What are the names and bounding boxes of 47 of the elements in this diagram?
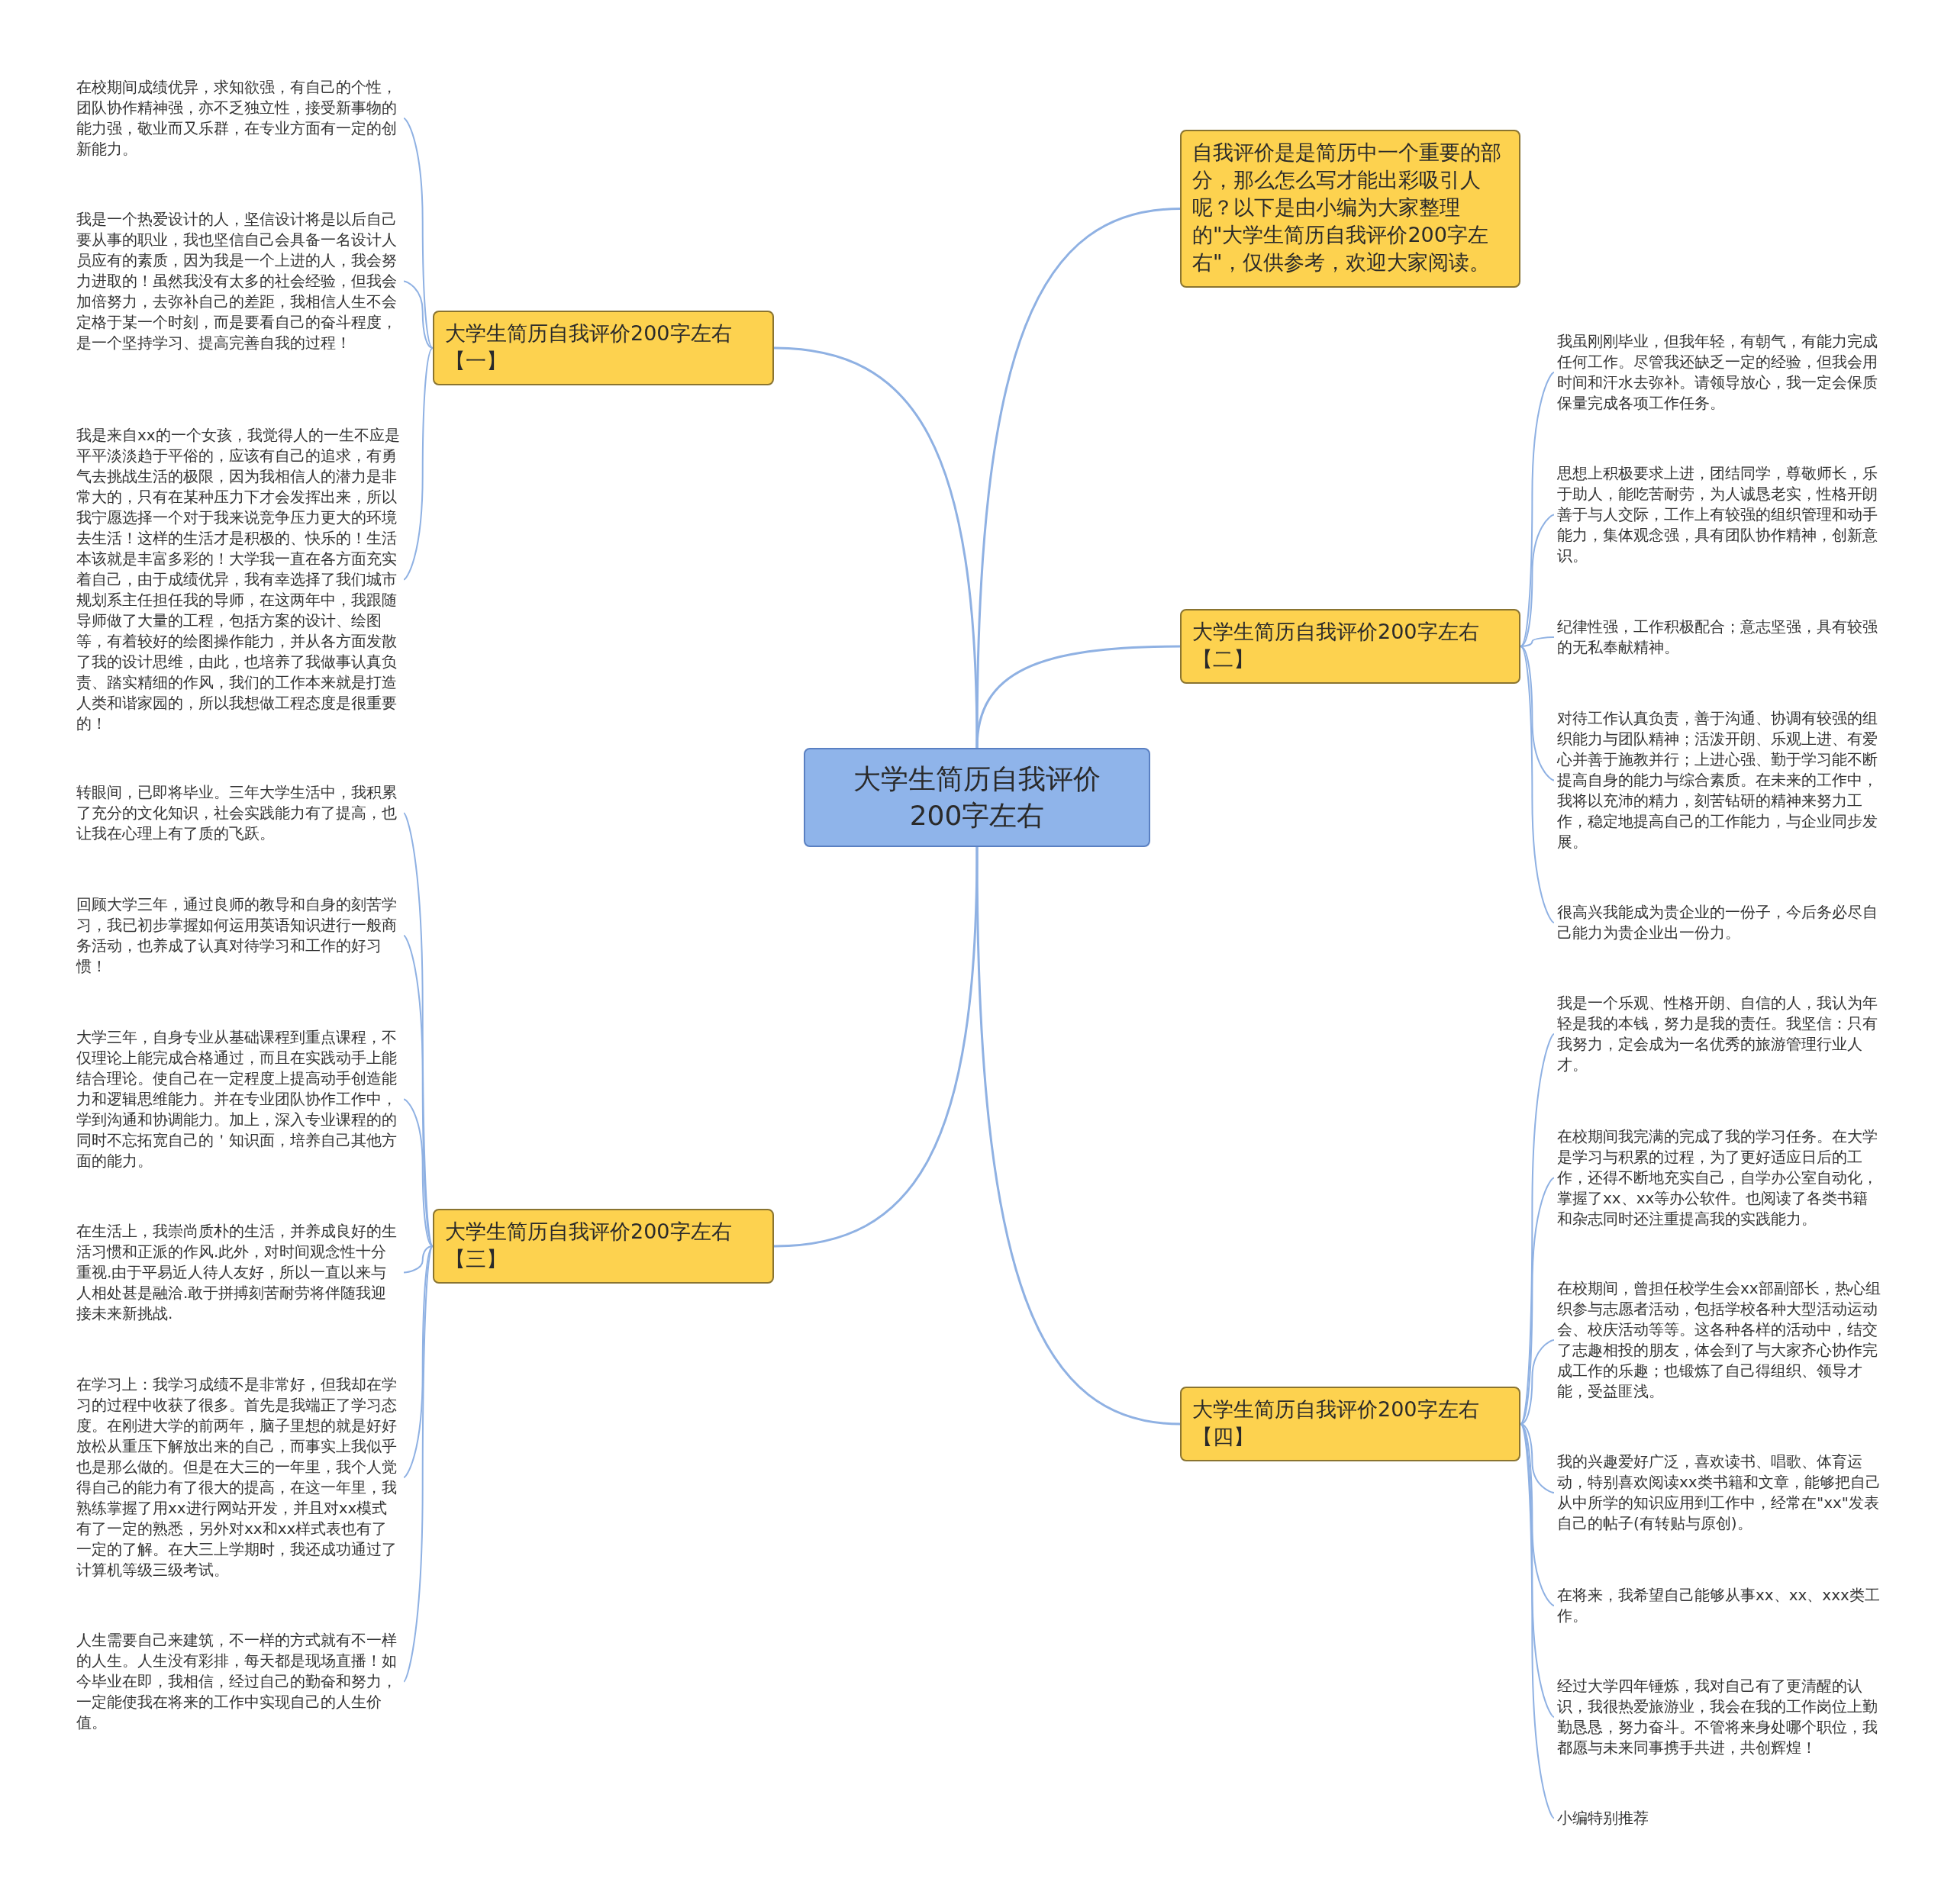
leaf-text: 在校期间，曾担任校学生会xx部副部长，热心组织参与志愿者活动，包括学校各种大型活动运动会、校庆活动等等。这各种各样的活动中，结交了志趣相投的朋友，体会到了与大家齐心协作完成工作的乐趣；也锻炼了自己得组织、领导才能，受益匪浅。 [1557,1278,1881,1402]
central-topic: 大学生简历自我评价200字左右 [804,748,1150,847]
leaf-text: 大学三年，自身专业从基础课程到重点课程，不仅理论上能完成合格通过，而且在实践动手上能结合理论。使自己在一定程度上提高动手创造能力和逻辑思维能力。并在专业团队协作工作中，学到沟通和协调能力。加上，深入专业课程的的同时不忘拓宽自己的＇知识面，培养自己其他方面的能力。 [76,1027,401,1171]
connector-line [1520,1177,1555,1425]
topic-box: 大学生简历自我评价200字左右【一】 [433,311,774,385]
leaf-text: 小编特别推荐 [1557,1808,1881,1828]
topic-box: 大学生简历自我评价200字左右【三】 [433,1209,774,1284]
leaf-text: 对待工作认真负责，善于沟通、协调有较强的组织能力与团队精神；活泼开朗、乐观上进、有爱心并善于施教并行；上进心强、勤于学习能不断提高自身的能力与综合素质。在未来的工作中，我将以充沛的精力，刻苦钻研的精神来努力工作，稳定地提高自己的工作能力，与企业同步发展。 [1557,708,1881,852]
leaf-text: 在校期间我完满的完成了我的学习任务。在大学是学习与积累的过程，为了更好适应日后的工作，还得不断地充实自己，自学办公室自动化，掌握了xx、xx等办公软件。也阅读了各类书籍和杂志同时还注重提高我的实践能力。 [1557,1126,1881,1229]
leaf-text: 在校期间成绩优异，求知欲强，有自己的个性，团队协作精神强，亦不乏独立性，接受新事物的能力强，敬业而又乐群，在专业方面有一定的创新能力。 [76,77,401,159]
connector-line [403,1245,434,1683]
leaf-text: 人生需要自己来建筑，不一样的方式就有不一样的人生。人生没有彩排，每天都是现场直播！如今毕业在即，我相信，经过自己的勤奋和努力，一定能使我在将来的工作中实现自己的人生价值。 [76,1630,401,1733]
connector-line [403,1245,434,1274]
connector-line [1520,646,1555,923]
leaf-text: 我是来自xx的一个女孩，我觉得人的一生不应是平平淡淡趋于平俗的，应该有自己的追求，有勇气去挑战生活的极限，因为我相信人的潜力是非常大的，只有在某种压力下才会发挥出来，所以我宁愿选择一个对于我来说竞争压力更大的环境去生活！这样的生活才是积极的、快乐的！生活本该就是丰富多彩的！大学我一直在各方面充实着自己，由于成绩优异，我有幸选择了我们城市规划系主任担任我的导师，在这两年中，我跟随导师做了大量的工程，包括方案的设计、绘图等，有着较好的绘图操作能力，并从各方面发散了我的设计思维，由此，也培养了我做事认真负责、踏实精细的作风，我们的工作本来就是打造人类和谐家园的，所以我想做工程态度是很重要的！ [76,425,401,734]
connector-line [1520,646,1555,781]
connector-line [773,346,979,749]
leaf-text: 在生活上，我崇尚质朴的生活，并养成良好的生活习惯和正派的作风.此外，对时间观念性十分重视.由于平易近人待人友好，所以一直以来与人相处甚是融洽.敢于拼搏刻苦耐劳将伴随我迎接未来新挑战. [76,1221,401,1324]
connector-line [1520,372,1555,647]
leaf-text: 很高兴我能成为贵企业的一份子，今后务必尽自己能力为贵企业出一份力。 [1557,902,1881,943]
leaf-text: 经过大学四年锤炼，我对自己有了更清醒的认识，我很热爱旅游业，我会在我的工作岗位上勤勤恳恳，努力奋斗。不管将来身处哪个职位，我都愿与未来同事携手共进，共创辉煌！ [1557,1676,1881,1758]
leaf-text: 转眼间，已即将毕业。三年大学生活中，我积累了充分的文化知识，社会实践能力有了提高，也让我在心理上有了质的飞跃。 [76,782,401,844]
connector-line [1520,1339,1555,1425]
topic-box: 自我评价是是简历中一个重要的部分，那么怎么写才能出彩吸引人呢？以下是由小编为大家整理的"大学生简历自我评价200字左右"，仅供参考，欢迎大家阅读。 [1180,130,1520,288]
connector-line [403,1098,434,1247]
leaf-text: 我的兴趣爱好广泛，喜欢读书、唱歌、体育运动，特别喜欢阅读xx类书籍和文章，能够把自己从中所学的知识应用到工作中，经常在"xx"发表自己的帖子(有转贴与原创)。 [1557,1451,1881,1534]
connector-line [403,280,434,349]
leaf-text: 我是一个乐观、性格开朗、自信的人，我认为年轻是我的本钱，努力是我的责任。我坚信：只有我努力，定会成为一名优秀的旅游管理行业人才。 [1557,993,1881,1075]
connector-line [1520,1033,1555,1425]
connector-line [975,645,1181,749]
connector-line [403,935,434,1247]
leaf-text: 我虽刚刚毕业，但我年轻，有朝气，有能力完成任何工作。尽管我还缺乏一定的经验，但我会用时间和汗水去弥补。请领导放心，我一定会保质保量完成各项工作任务。 [1557,331,1881,414]
leaf-text: 回顾大学三年，通过良师的教导和自身的刻苦学习，我已初步掌握如何运用英语知识进行一般商务活动，也养成了认真对待学习和工作的好习惯！ [76,894,401,977]
connector-line [1520,636,1555,647]
connector-line [773,846,979,1248]
connector-line [975,847,1181,1426]
connector-line [403,118,434,349]
leaf-text: 在学习上：我学习成绩不是非常好，但我却在学习的过程中收获了很多。首先是我端正了学习态度。在刚进大学的前两年，脑子里想的就是好好放松从重压下解放出来的自己，而事实上我似乎也是那么做的。但是在大三的一年里，我个人觉得自己的能力有了很大的提高，在这一年里，我熟练掌握了用xx进行网站开发，并且对xx模式有了一定的熟悉，另外对xx和xx样式表也有了一定的了解。在大三上学期时，我还成功通过了计算机等级三级考试。 [76,1374,401,1580]
leaf-text: 纪律性强，工作积极配合；意志坚强，具有较强的无私奉献精神。 [1557,617,1881,658]
connector-line [403,1245,434,1478]
leaf-text: 思想上积极要求上进，团结同学，尊敬师长，乐于助人，能吃苦耐劳，为人诚恳老实，性格开朗善于与人交际，工作上有较强的组织管理和动手能力，集体观念强，具有团队协作精神，创新意识。 [1557,463,1881,566]
leaf-text: 在将来，我希望自己能够从事xx、xx、xxx类工作。 [1557,1585,1881,1626]
leaf-text: 我是一个热爱设计的人，坚信设计将是以后自己要从事的职业，我也坚信自己会具备一名设计人员应有的素质，因为我是一个上进的人，我会努力进取的！虽然我没有太多的社会经验，但我会加倍努力，去弥补自己的差距，我相信人生不会定格于某一个时刻，而是要看自己的奋斗程度，是一个坚持学习、提高完善自我的过程！ [76,209,401,353]
connector-line [1520,1423,1555,1819]
topic-box: 大学生简历自我评价200字左右【二】 [1180,609,1520,684]
connector-line [403,347,434,581]
topic-box: 大学生简历自我评价200字左右【四】 [1180,1387,1520,1461]
